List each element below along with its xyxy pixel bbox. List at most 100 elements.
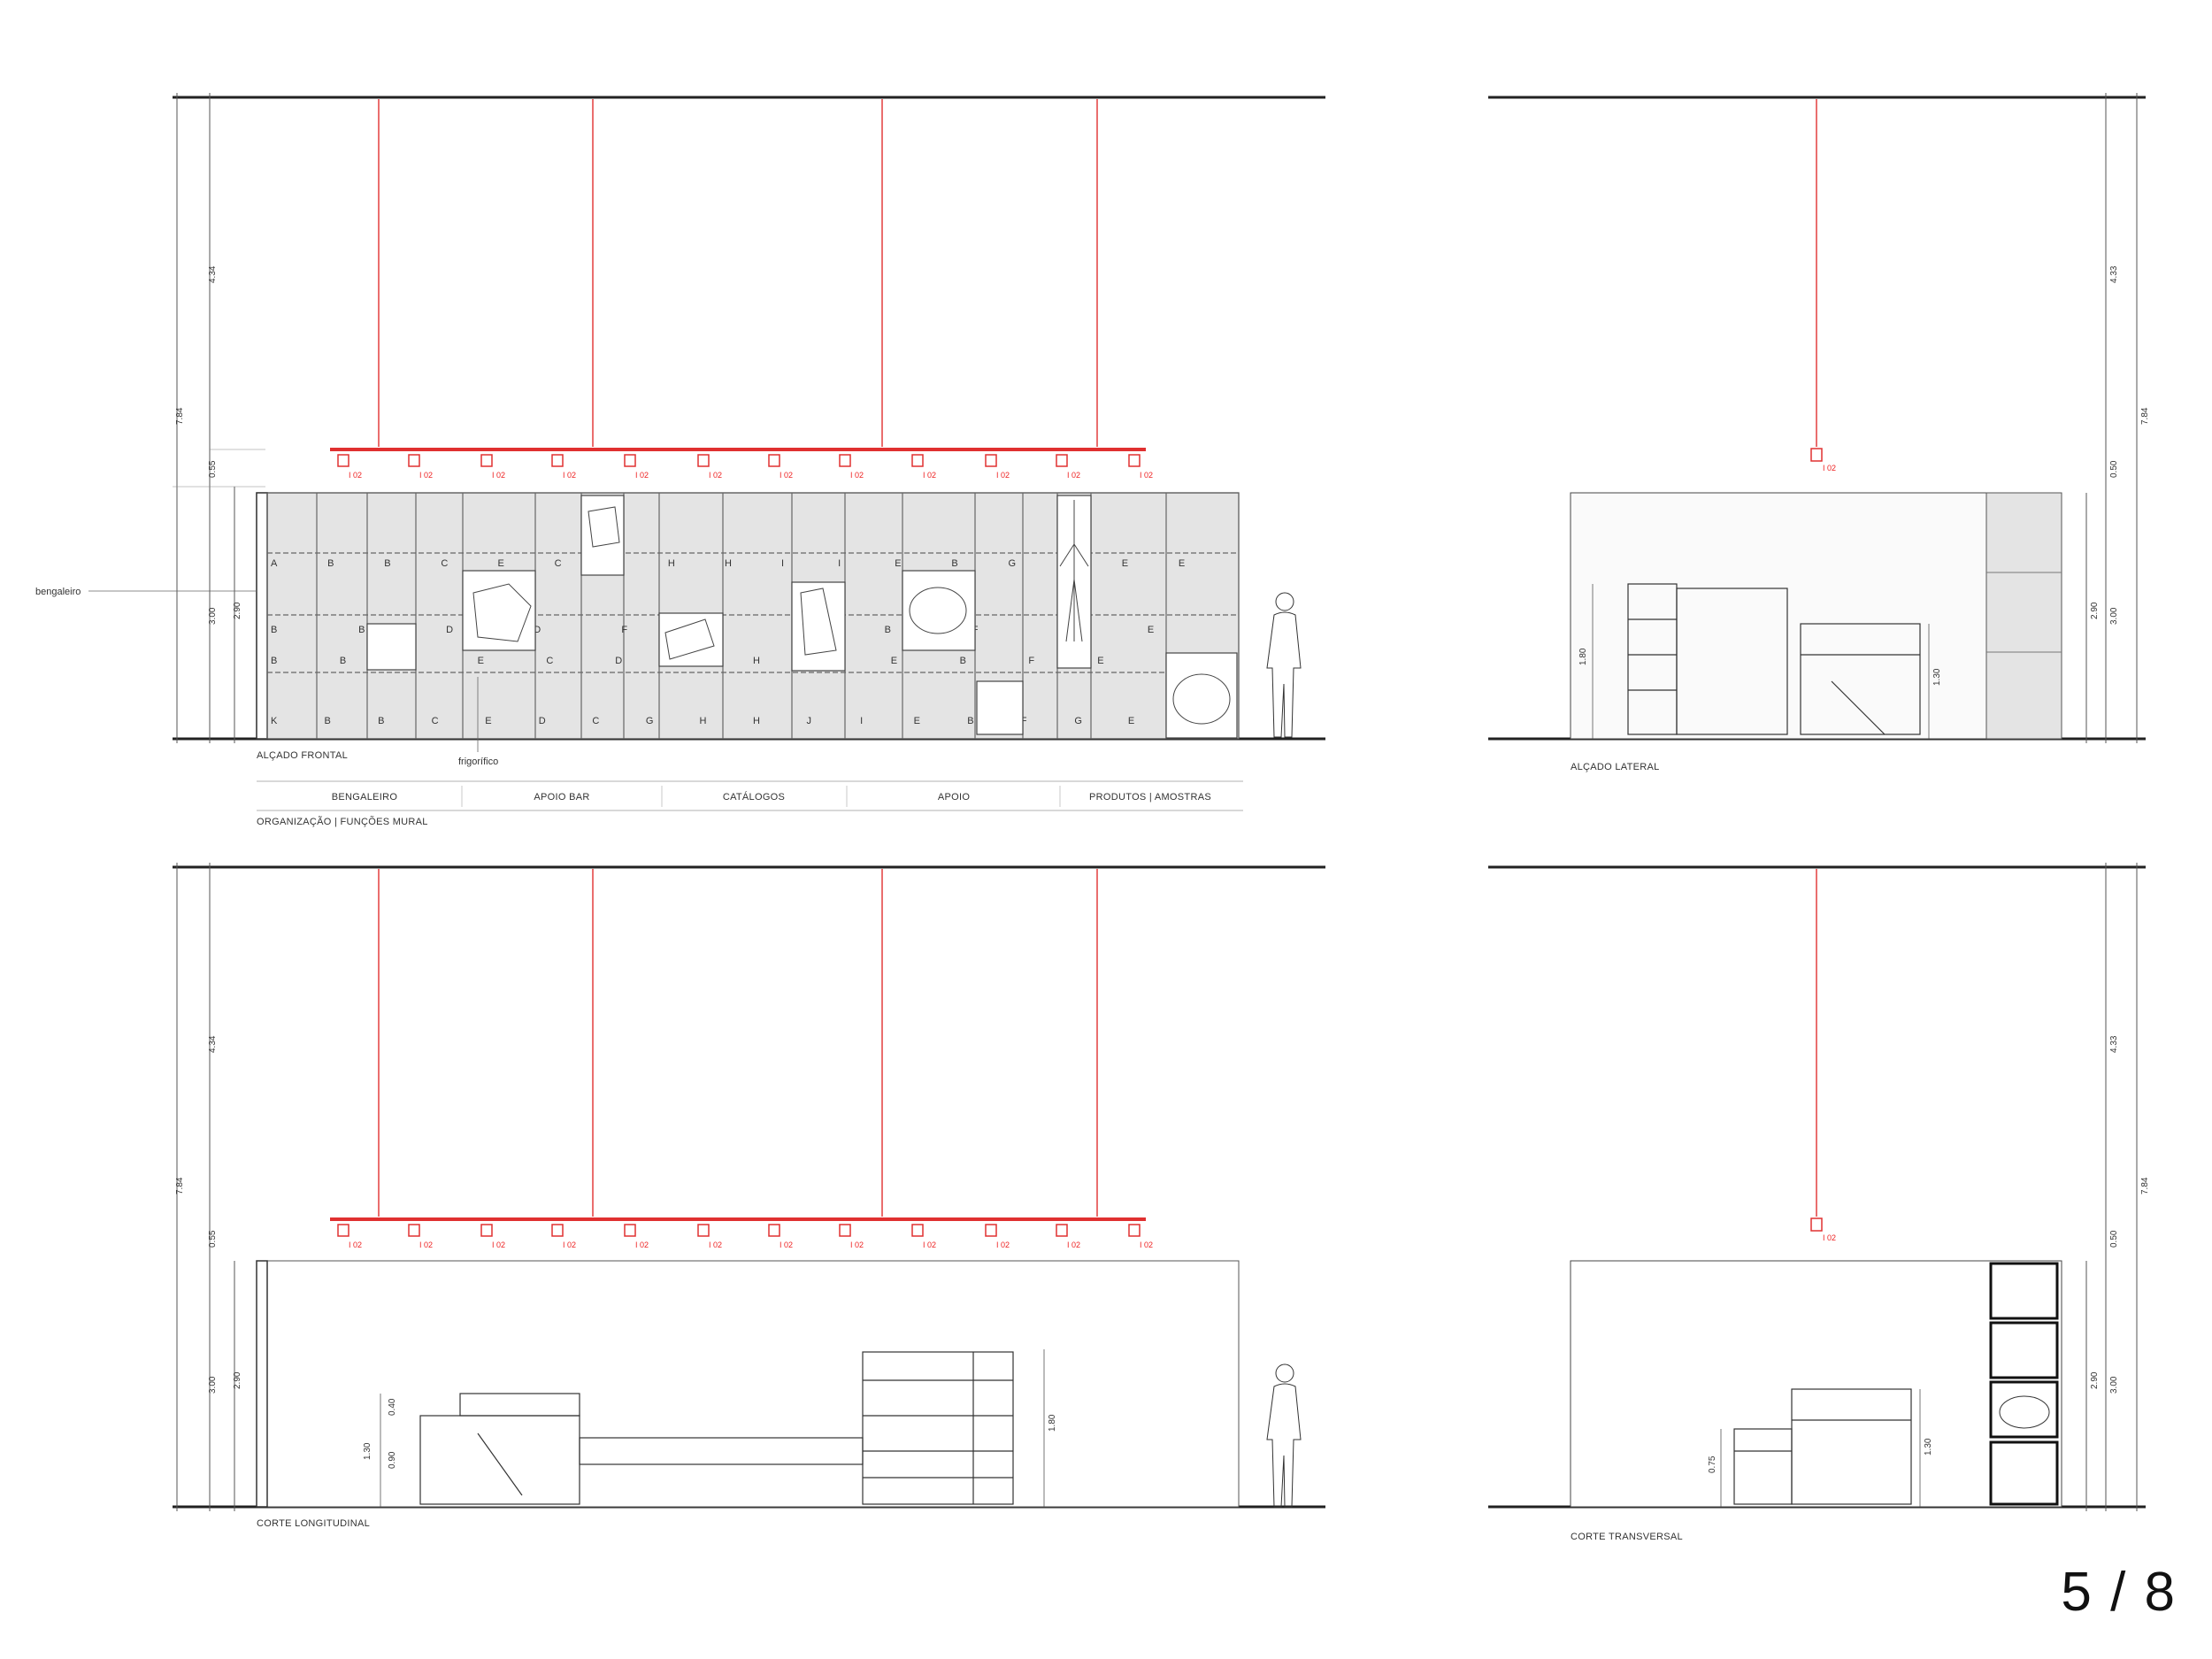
cell-label: F <box>621 625 627 635</box>
spotlight-icon <box>985 454 997 467</box>
caption-functions: ORGANIZAÇÃO | FUNÇÕES MURAL <box>257 816 428 827</box>
cell-label: B <box>271 625 277 635</box>
function-catalogos: CATÁLOGOS <box>723 791 785 803</box>
dim-long-upper: 4.34 <box>208 1035 218 1053</box>
function-apoio: APOIO <box>938 792 970 803</box>
luminaire-tag: I 02 <box>349 471 362 480</box>
cell-label: G <box>1074 716 1082 726</box>
human-scale-figure <box>1266 592 1302 738</box>
cell-label: E <box>485 716 491 726</box>
functions-legend: BENGALEIRO APOIO BAR CATÁLOGOS APOIO PRO… <box>257 780 1243 827</box>
dim-panel-height: 2.90 <box>233 602 242 619</box>
dim-lat-upper: 4.33 <box>2109 265 2119 283</box>
spotlight-icon <box>1128 1224 1141 1237</box>
function-produtos: PRODUTOS | AMOSTRAS <box>1089 792 1211 803</box>
spotlight-icon <box>1128 454 1141 467</box>
cell-label: B <box>271 656 277 666</box>
spotlight-icon <box>839 1224 851 1237</box>
spotlight-icon <box>624 1224 636 1237</box>
dim-long-panel: 2.90 <box>233 1371 242 1389</box>
luminaire-tag: I 02 <box>635 471 649 480</box>
cell-label: I <box>860 716 863 726</box>
dim-trans-wall: 3.00 <box>2109 1376 2119 1394</box>
luminaire-tag: I 02 <box>850 471 864 480</box>
label-bengaleiro: bengaleiro <box>35 587 81 597</box>
dim-trans-total: 7.84 <box>2140 1177 2150 1194</box>
dim-upper-height: 4.34 <box>208 265 218 283</box>
cell-label: B <box>967 716 973 726</box>
luminaire-tag: I 02 <box>1140 1240 1153 1249</box>
dim-long-track: 0.55 <box>208 1230 218 1248</box>
cell-label: C <box>441 558 448 569</box>
luminaire-tag: I 02 <box>996 471 1010 480</box>
luminaire-tag: I 02 <box>419 1240 433 1249</box>
dim-lat-track: 0.50 <box>2109 460 2119 478</box>
cell-label: D <box>446 625 453 635</box>
spotlight-icon <box>480 1224 493 1237</box>
dim-trans-counter: 1.30 <box>1924 1438 1933 1455</box>
dim-long-total: 7.84 <box>175 1177 185 1194</box>
cell-label: H <box>725 558 732 569</box>
luminaire-tag: I 02 <box>1067 471 1080 480</box>
dim-total-height: 7.84 <box>175 407 185 425</box>
cell-label: D <box>615 656 622 666</box>
spotlight-icon <box>480 454 493 467</box>
spotlight-icon <box>985 1224 997 1237</box>
dim-lat-total: 7.84 <box>2140 407 2150 425</box>
caption-lateral: ALÇADO LATERAL <box>1571 762 1660 772</box>
cell-label: C <box>555 558 562 569</box>
dim-long-top: 0.40 <box>388 1398 397 1416</box>
dim-track-height: 0.55 <box>208 460 218 478</box>
luminaire-tag: I 02 <box>492 471 505 480</box>
dim-lat-shelf: 1.80 <box>1578 648 1588 665</box>
cell-label: H <box>699 716 706 726</box>
dim-long-base: 0.90 <box>388 1451 397 1469</box>
cell-label: G <box>646 716 654 726</box>
dim-lat-wall: 3.00 <box>2109 607 2119 625</box>
dim-trans-track: 0.50 <box>2109 1230 2119 1248</box>
luminaire-tag: I 02 <box>1067 1240 1080 1249</box>
cell-label: F <box>1028 656 1034 666</box>
luminaire-tag: I 02 <box>635 1240 649 1249</box>
dim-trans-panel: 2.90 <box>2090 1371 2100 1389</box>
cell-label: I <box>781 558 784 569</box>
cell-label: B <box>378 716 384 726</box>
label-frigorifico: frigorífico <box>458 757 498 767</box>
function-bengaleiro: BENGALEIRO <box>332 792 398 803</box>
luminaire-tag: I 02 <box>1140 471 1153 480</box>
spotlight-icon <box>768 1224 780 1237</box>
luminaire-tag: I 02 <box>563 1240 576 1249</box>
cell-label: E <box>914 716 920 726</box>
dim-lat-counter: 1.30 <box>1932 668 1942 686</box>
spotlight-icon <box>839 454 851 467</box>
cell-label: E <box>1128 716 1134 726</box>
cell-label: E <box>1122 558 1128 569</box>
coat-rack-edge <box>256 492 268 740</box>
luminaire-tag: I 02 <box>349 1240 362 1249</box>
cell-label: E <box>891 656 897 666</box>
spotlight-icon <box>337 454 349 467</box>
function-apoio-bar: APOIO BAR <box>534 792 589 803</box>
caption-longitudinal: CORTE LONGITUDINAL <box>257 1518 370 1529</box>
luminaire-tag: I 02 <box>1823 464 1836 472</box>
cell-label: H <box>668 558 675 569</box>
luminaire-tag: I 02 <box>923 1240 936 1249</box>
cell-label: J <box>807 716 812 726</box>
cell-label: G <box>1009 558 1017 569</box>
cell-label: D <box>539 716 546 726</box>
luminaire-tag: I 02 <box>709 471 722 480</box>
spotlight-icon <box>1056 454 1068 467</box>
cell-label: E <box>478 656 484 666</box>
spotlight-icon <box>408 454 420 467</box>
spotlight-icon <box>551 454 564 467</box>
cell-label: B <box>325 716 331 726</box>
luminaire-tag: I 02 <box>419 471 433 480</box>
spotlight-icon <box>911 454 924 467</box>
transversal-section: 4.33 7.84 0.50 2.90 3.00 I 02 0.75 1.30 … <box>1488 863 2150 1542</box>
cell-label: H <box>753 716 760 726</box>
cell-label: H <box>753 656 760 666</box>
